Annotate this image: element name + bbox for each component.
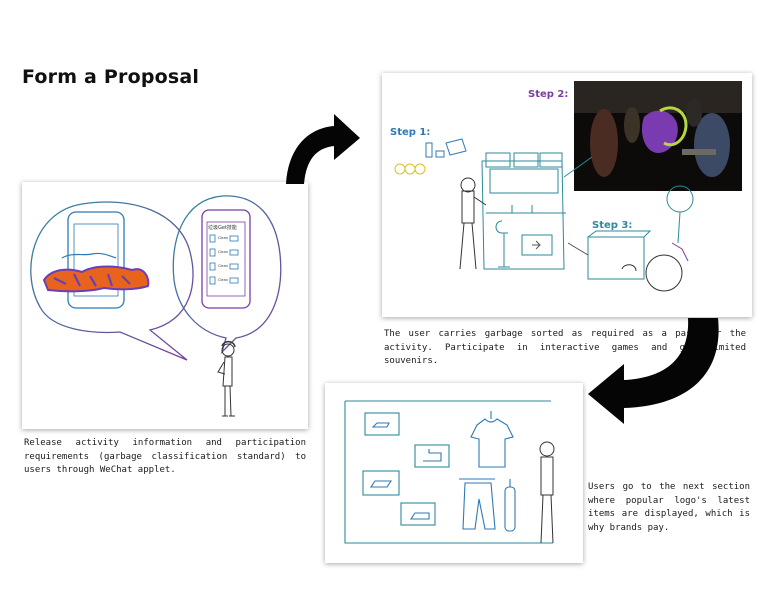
- sketch-panel-display: [325, 383, 583, 563]
- svg-text:Clean: Clean: [218, 250, 228, 254]
- sketch-panel-arcade: Step 1: Step 2: Step 3:: [382, 73, 752, 317]
- display-sketch-illustration: [344, 400, 555, 544]
- sketch-panel-wechat: 垃圾Get技能 Clean Clean Clean Clean: [22, 182, 308, 429]
- t-shirt-icon: [470, 411, 514, 468]
- arcade-machine-icon: [481, 152, 566, 270]
- game-screenshot-image: [574, 81, 742, 191]
- phone-header-text: 垃圾Get技能: [208, 224, 237, 231]
- display-wall-icon: [344, 400, 553, 544]
- step3-label: Step 3:: [592, 220, 632, 231]
- step1-label: Step 1:: [390, 127, 430, 138]
- graffiti-logo: [42, 252, 150, 293]
- wechat-sketch-illustration: 垃圾Get技能 Clean Clean Clean Clean: [30, 195, 282, 417]
- curved-arrow-right-icon: [286, 114, 360, 184]
- child-player-sketch: [459, 177, 487, 270]
- arcade-sketch-illustration: Step 1: Step 2: Step 3:: [390, 81, 742, 292]
- sorted-garbage-icon: [394, 138, 467, 175]
- garbage-category-list: [209, 234, 239, 285]
- speech-bubble-small: [172, 195, 282, 355]
- step2-label: Step 2:: [528, 89, 568, 100]
- speech-bubble-large: [30, 201, 194, 361]
- punching-bag-icon: [504, 479, 516, 532]
- claw-machine-icon: [567, 185, 694, 292]
- person-sketch: [217, 340, 236, 417]
- page-title: Form a Proposal: [22, 66, 200, 88]
- svg-text:Clean: Clean: [218, 236, 228, 240]
- phone-left: [67, 211, 125, 309]
- caption-arcade: The user carries garbage sorted as requi…: [384, 329, 746, 366]
- caption-display: Users go to the next section where popul…: [588, 482, 750, 533]
- caption-wechat: Release activity information and partici…: [24, 438, 306, 475]
- jeans-icon: [459, 478, 496, 530]
- curved-arrow-left-icon: [588, 318, 719, 424]
- svg-text:Clean: Clean: [218, 264, 228, 268]
- phone-right: [201, 209, 251, 309]
- visitor-person-sketch: [539, 441, 555, 544]
- svg-text:Clean: Clean: [218, 278, 228, 282]
